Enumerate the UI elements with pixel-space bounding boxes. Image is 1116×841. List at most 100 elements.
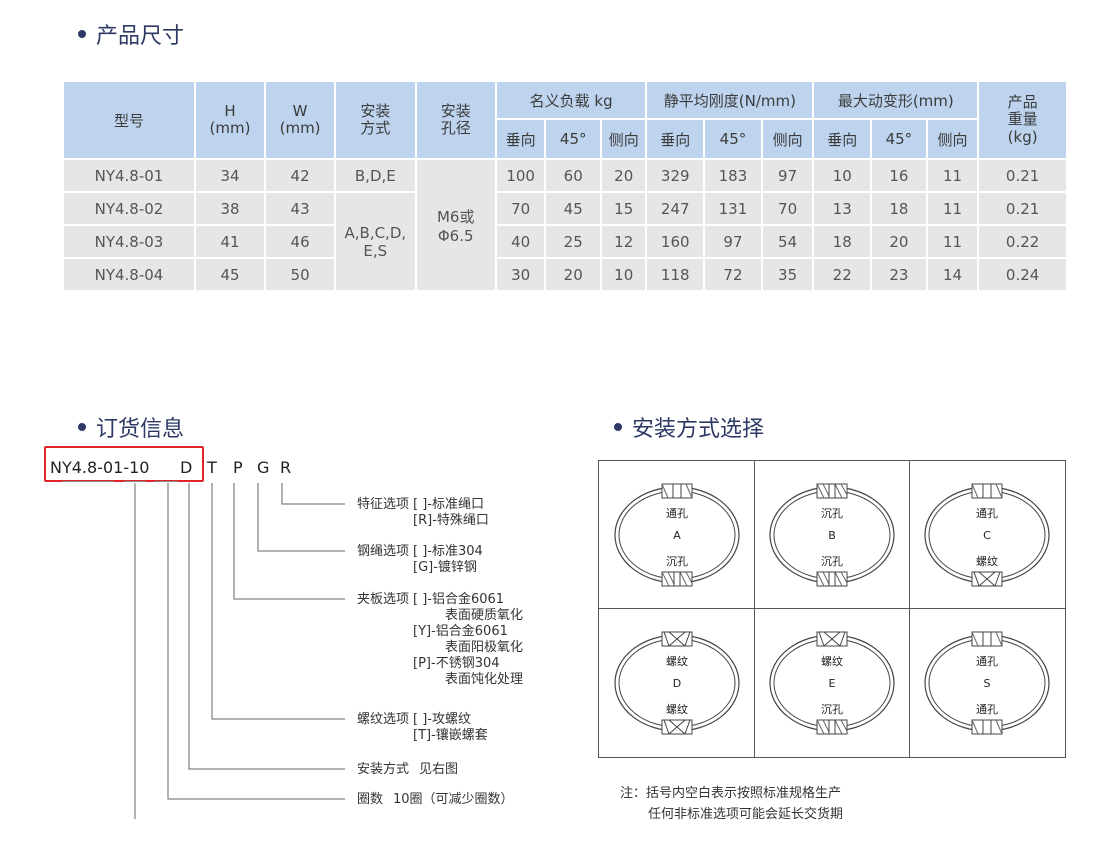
mount-letter: C: [983, 529, 991, 542]
clamp-top-icon: [816, 483, 848, 499]
bullet-icon: [614, 423, 622, 431]
clamp-bottom-icon: [661, 571, 693, 587]
clamp-top-icon: [661, 631, 693, 647]
header-sub: 侧向: [925, 118, 980, 160]
mount-bottom-label: 螺纹: [976, 555, 998, 568]
mount-top-label: 螺纹: [821, 655, 843, 668]
option-line: 10圈（可减少圈数）: [393, 792, 514, 807]
header-h: H(mm): [193, 80, 267, 160]
clamp-top-icon: [971, 631, 1003, 647]
cell-load: 20: [544, 257, 603, 292]
note-line-2: 任何非标准选项可能会延长交货期: [648, 807, 844, 822]
cell-mount-method: B,D,E: [334, 158, 417, 193]
mount-top-label: 通孔: [666, 507, 688, 520]
cell-deform: 13: [812, 191, 873, 226]
clamp-bottom-icon: [661, 719, 693, 735]
cell-w: 43: [264, 191, 337, 226]
cell-w: 50: [264, 257, 337, 292]
option-line: [ ]-标准304: [413, 544, 483, 559]
cell-stiffness: 72: [703, 257, 763, 292]
cell-deform: 20: [870, 224, 928, 259]
cell-h: 38: [193, 191, 267, 226]
header-sub: 45°: [703, 118, 763, 160]
mount-letter: S: [983, 677, 991, 690]
cell-load: 45: [544, 191, 603, 226]
note: 注：括号内空白表示按照标准规格生产 任何非标准选项可能会延长交货期: [620, 783, 843, 825]
underline-model: [62, 481, 114, 482]
cell-load: 100: [494, 158, 547, 193]
option-name: 安装方式: [357, 762, 410, 777]
header-sub: 侧向: [760, 118, 815, 160]
cell-load: 70: [494, 191, 547, 226]
header-w: W(mm): [264, 80, 337, 160]
option-line: 见右图: [419, 762, 459, 777]
cell-deform: 11: [925, 158, 980, 193]
note-line-1: 注：括号内空白表示按照标准规格生产: [620, 786, 842, 801]
cell-load: 10: [600, 257, 648, 292]
option-line: [P]-不锈钢304: [413, 656, 500, 671]
header-sub: 垂向: [645, 118, 706, 160]
cell-h: 34: [193, 158, 267, 193]
bullet-icon: [78, 423, 86, 431]
header-stiffness: 静平均刚度(N/mm): [645, 80, 815, 120]
section-title-ordering: 订货信息: [78, 411, 184, 443]
cell-deform: 11: [925, 191, 980, 226]
code-letter-t: T: [207, 458, 217, 477]
cell-weight: 0.21: [977, 158, 1068, 193]
cell-stiffness: 131: [703, 191, 763, 226]
cell-weight: 0.24: [977, 257, 1068, 292]
mount-type-c: 通孔 C 螺纹: [909, 461, 1065, 609]
clamp-bottom-icon: [816, 571, 848, 587]
cell-stiffness: 247: [645, 191, 706, 226]
clamp-bottom-icon: [971, 571, 1003, 587]
cell-w: 46: [264, 224, 337, 259]
cell-load: 40: [494, 224, 547, 259]
cell-load: 25: [544, 224, 603, 259]
cell-stiffness: 35: [760, 257, 815, 292]
option-line: [ ]-标准绳口: [413, 497, 484, 512]
cell-deform: 10: [812, 158, 873, 193]
cell-load: 12: [600, 224, 648, 259]
mount-top-label: 通孔: [976, 507, 998, 520]
mount-letter: A: [673, 529, 681, 542]
cell-w: 42: [264, 158, 337, 193]
cell-mount-method: A,B,C,D,E,S: [334, 191, 417, 292]
cell-model: NY4.8-03: [62, 224, 196, 259]
mount-bottom-label: 沉孔: [821, 555, 843, 568]
mount-top-label: 螺纹: [666, 655, 688, 668]
section-title-mounting: 安装方式选择: [614, 411, 764, 443]
header-model: 型号: [62, 80, 196, 160]
header-mount-method: 安装方式: [334, 80, 417, 160]
option-line: [R]-特殊绳口: [413, 513, 489, 528]
cell-model: NY4.8-01: [62, 158, 196, 193]
option-item: 特征选项[ ]-标准绳口[R]-特殊绳口: [357, 497, 489, 529]
cell-stiffness: 183: [703, 158, 763, 193]
option-name: 特征选项: [357, 497, 410, 512]
header-sub: 45°: [870, 118, 928, 160]
mount-type-a: 通孔 A 沉孔: [599, 461, 755, 609]
cell-stiffness: 329: [645, 158, 706, 193]
mount-bottom-label: 沉孔: [666, 555, 688, 568]
option-line: 表面硬质氧化: [445, 608, 524, 623]
clamp-top-icon: [971, 483, 1003, 499]
header-load: 名义负载 kg: [494, 80, 648, 120]
code-letter-g: G: [257, 458, 270, 477]
cell-weight: 0.21: [977, 191, 1068, 226]
mount-letter: E: [828, 677, 836, 690]
cell-load: 20: [600, 158, 648, 193]
cell-h: 41: [193, 224, 267, 259]
bullet-icon: [78, 30, 86, 38]
option-line: [ ]-攻螺纹: [413, 712, 471, 727]
cell-model: NY4.8-02: [62, 191, 196, 226]
option-name: 钢绳选项: [357, 544, 410, 559]
order-code-base: NY4.8-01-10: [50, 458, 150, 477]
cell-stiffness: 97: [760, 158, 815, 193]
